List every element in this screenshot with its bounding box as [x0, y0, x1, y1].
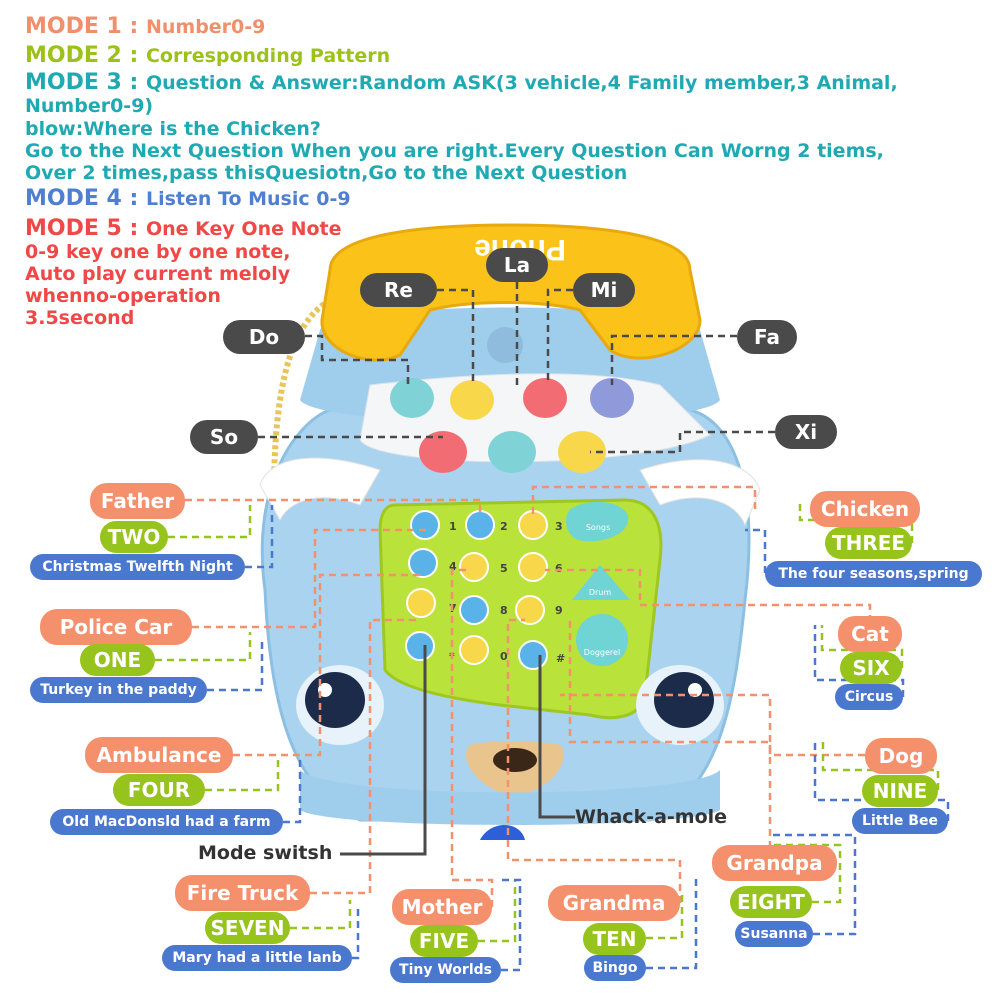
keypad-digit: 3	[555, 520, 563, 533]
svg-text:Songs: Songs	[586, 523, 610, 532]
mode-3-title: MODE 3 :	[25, 70, 146, 95]
key-chicken-number: THREE	[825, 527, 912, 559]
key-grandpa-number: EIGHT	[730, 886, 812, 918]
key-police-number: ONE	[80, 644, 155, 676]
mode-4-title: MODE 4 :	[25, 186, 146, 211]
mode-3: MODE 3 : Question & Answer:Random ASK(3 …	[25, 70, 898, 95]
key-cat-number: SIX	[840, 652, 902, 684]
key-grandma-song: Bingo	[584, 955, 646, 981]
mode-3-line-3: Go to the Next Question When you are rig…	[25, 140, 884, 162]
keypad-digit: 5	[500, 562, 508, 575]
mode-1-title: MODE 1 :	[25, 14, 146, 39]
key-ambulance-number: FOUR	[113, 774, 205, 806]
key-firetruck-song: Mary had a little lanb	[162, 945, 352, 971]
keypad-digit: 9	[555, 604, 563, 617]
note-do: Do	[223, 320, 305, 354]
key-dog-number: NINE	[862, 775, 938, 807]
whack-a-mole-label: Whack-a-mole	[575, 806, 728, 828]
key-father-name: Father	[90, 483, 185, 519]
mode-1: MODE 1 : Number0-9	[25, 14, 265, 39]
keypad-digit: 4	[449, 560, 457, 573]
key-firetruck-number: SEVEN	[205, 912, 290, 944]
speaker-grille	[487, 327, 523, 363]
note-fa: Fa	[737, 320, 797, 354]
mode-5-line-2: Auto play current meloly	[25, 263, 291, 285]
mode-4: MODE 4 : Listen To Music 0-9	[25, 186, 351, 211]
mode-2-desc: Corresponding Pattern	[145, 45, 391, 67]
mode-2-title: MODE 2 :	[25, 43, 146, 68]
note-mi: Mi	[573, 273, 635, 307]
key-chicken-song: The four seasons,spring	[765, 561, 982, 587]
key-police-song: Turkey in the paddy	[30, 677, 207, 703]
keypad-digit: 1	[449, 520, 457, 533]
key-police-name: Police Car	[40, 609, 192, 645]
mode-5-line-1: 0-9 key one by one note,	[25, 241, 291, 263]
mode-keys	[405, 510, 440, 661]
mode-2: MODE 2 : Corresponding Pattern	[25, 43, 390, 68]
note-buttons	[390, 378, 634, 473]
mode-switch-label: Mode switsh	[198, 842, 333, 864]
right-ear	[639, 459, 761, 527]
keypad-digit: 8	[500, 604, 508, 617]
note-so: So	[190, 420, 258, 454]
mode-5: MODE 5 : One Key One Note	[25, 216, 342, 241]
mode-5-desc: One Key One Note	[145, 218, 342, 240]
keypad-digit: #	[556, 652, 565, 665]
key-dog-name: Dog	[865, 738, 937, 774]
key-mother-song: Tiny Worlds	[390, 957, 501, 983]
key-father-number: TWO	[100, 521, 168, 553]
key-grandpa-name: Grandpa	[712, 845, 837, 881]
mode-4-desc: Listen To Music 0-9	[145, 188, 351, 210]
svg-text:Drum: Drum	[589, 588, 612, 597]
mode-5-title: MODE 5 :	[25, 216, 146, 241]
mode-3-line-4: Over 2 times,pass thisQuesiotn,Go to the…	[25, 162, 628, 184]
keypad-digit: 6	[555, 562, 563, 575]
mode-3-line-1: Number0-9)	[25, 95, 154, 117]
mode-1-desc: Number0-9	[145, 16, 266, 38]
key-grandma-name: Grandma	[548, 885, 680, 921]
key-grandpa-song: Susanna	[735, 921, 813, 947]
key-grandma-number: TEN	[583, 923, 646, 955]
note-la: La	[486, 248, 548, 282]
note-re: Re	[360, 273, 437, 307]
key-chicken-name: Chicken	[810, 491, 920, 527]
phone-handset	[320, 223, 702, 362]
function-buttons: Songs Drum Doggerel	[566, 501, 630, 666]
key-mother-name: Mother	[392, 889, 492, 925]
key-cat-name: Cat	[838, 616, 902, 652]
note-xi: Xi	[775, 415, 837, 449]
svg-text:Doggerel: Doggerel	[584, 648, 620, 657]
key-dog-song: Little Bee	[852, 808, 948, 834]
keypad-digit: 2	[500, 520, 508, 533]
left-ear	[259, 457, 381, 522]
mode-5-line-4: 3.5second	[25, 307, 135, 329]
mode-3-line-2: blow:Where is the Chicken?	[25, 118, 321, 140]
key-ambulance-song: Old MacDonsld had a farm	[50, 809, 283, 835]
keypad-digit: 0	[500, 650, 508, 663]
key-firetruck-name: Fire Truck	[175, 875, 310, 911]
key-ambulance-name: Ambulance	[85, 737, 233, 773]
mode-switch-knob	[480, 825, 525, 840]
mode-5-line-3: whenno-operation	[25, 285, 221, 307]
mode-3-desc: Question & Answer:Random ASK(3 vehicle,4…	[145, 72, 898, 94]
key-cat-song: Circus	[835, 684, 903, 710]
phone-base	[300, 770, 720, 825]
key-father-song: Christmas Twelfth Night	[30, 554, 245, 580]
key-mother-number: FIVE	[410, 925, 478, 957]
